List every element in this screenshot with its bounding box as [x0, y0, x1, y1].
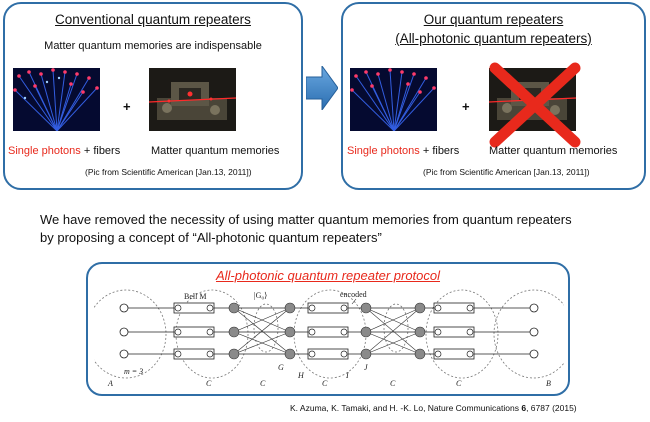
- bell-label: Bell M: [184, 292, 206, 301]
- right-arrow-icon: [305, 64, 339, 115]
- node-a-label: A: [107, 379, 113, 388]
- our-repeaters-title: Our quantum repeaters: [423, 12, 564, 27]
- node-b-ellipse: [493, 289, 575, 379]
- picture-credit: (Pic from Scientific American [Jan.13, 2…: [85, 167, 252, 177]
- protocol-diagram-box: All-photonic quantum repeater protocol: [85, 262, 575, 397]
- photons-fibers-caption: Single photons + fibers: [8, 145, 120, 157]
- photons-fibers-caption-right: Single photons + fibers: [347, 145, 459, 157]
- protocol-title: All-photonic quantum repeater protocol: [215, 268, 441, 283]
- picture-credit-right: (Pic from Scientific American [Jan.13, 2…: [423, 167, 590, 177]
- single-photons-label-right: Single photons: [347, 145, 420, 157]
- matter-memories-caption: Matter quantum memories: [151, 145, 280, 157]
- m-label: m = 3: [124, 367, 143, 376]
- citation-volume: 6: [521, 403, 527, 413]
- c1r-label: C: [206, 379, 212, 388]
- node-a-ellipse: [85, 289, 167, 379]
- conventional-repeaters-panel: Conventional quantum repeaters Matter qu…: [3, 2, 303, 190]
- j-label: J: [364, 363, 368, 372]
- h-label: H: [297, 371, 305, 380]
- i-label: I: [345, 371, 349, 380]
- citation-authors: K. Azuma, K. Tamaki, and H. -K. Lo, Natu…: [290, 403, 522, 413]
- citation: K. Azuma, K. Tamaki, and H. -K. Lo, Natu…: [290, 403, 577, 413]
- g0-label: |G₀⟩: [254, 291, 267, 300]
- c1-ellipse: [253, 303, 279, 353]
- plus-sign-right: +: [462, 99, 470, 114]
- all-photonic-title: (All-photonic quantum repeaters): [395, 31, 592, 46]
- matter-memories-caption-right: Matter quantum memories: [489, 145, 618, 157]
- statement-line-2: by proposing a concept of “All-photonic …: [40, 230, 382, 245]
- all-photonic-repeaters-panel: Our quantum repeaters (All-photonic quan…: [341, 2, 646, 190]
- red-cross-icon: [489, 62, 581, 153]
- fibers-label-right: + fibers: [419, 145, 460, 157]
- c1-label: C: [260, 379, 266, 388]
- protocol-schematic: Bell M encoded |G₀⟩ m = 3 A B G H I J C …: [85, 286, 575, 397]
- statement-line-1: We have removed the necessity of using m…: [40, 212, 572, 227]
- g-label: G: [278, 363, 284, 372]
- c2-label: C: [390, 379, 396, 388]
- fibers-label: + fibers: [80, 145, 121, 157]
- encoded-label: encoded: [340, 290, 367, 299]
- conventional-title: Conventional quantum repeaters: [55, 12, 251, 27]
- c2r-label: C: [322, 379, 328, 388]
- citation-pages: , 6787 (2015): [526, 403, 577, 413]
- single-photons-label: Single photons: [8, 145, 81, 157]
- conventional-subtitle: Matter quantum memories are indispensabl…: [44, 40, 262, 52]
- matter-memory-photo: [149, 68, 236, 131]
- c3-label: C: [456, 379, 462, 388]
- node-b-label: B: [546, 379, 551, 388]
- c3-ellipse: [425, 289, 499, 379]
- plus-sign: +: [123, 99, 131, 114]
- c2-ellipse: [383, 303, 409, 353]
- fiber-optics-photo: [13, 68, 100, 131]
- fiber-optics-photo-right: [350, 68, 437, 131]
